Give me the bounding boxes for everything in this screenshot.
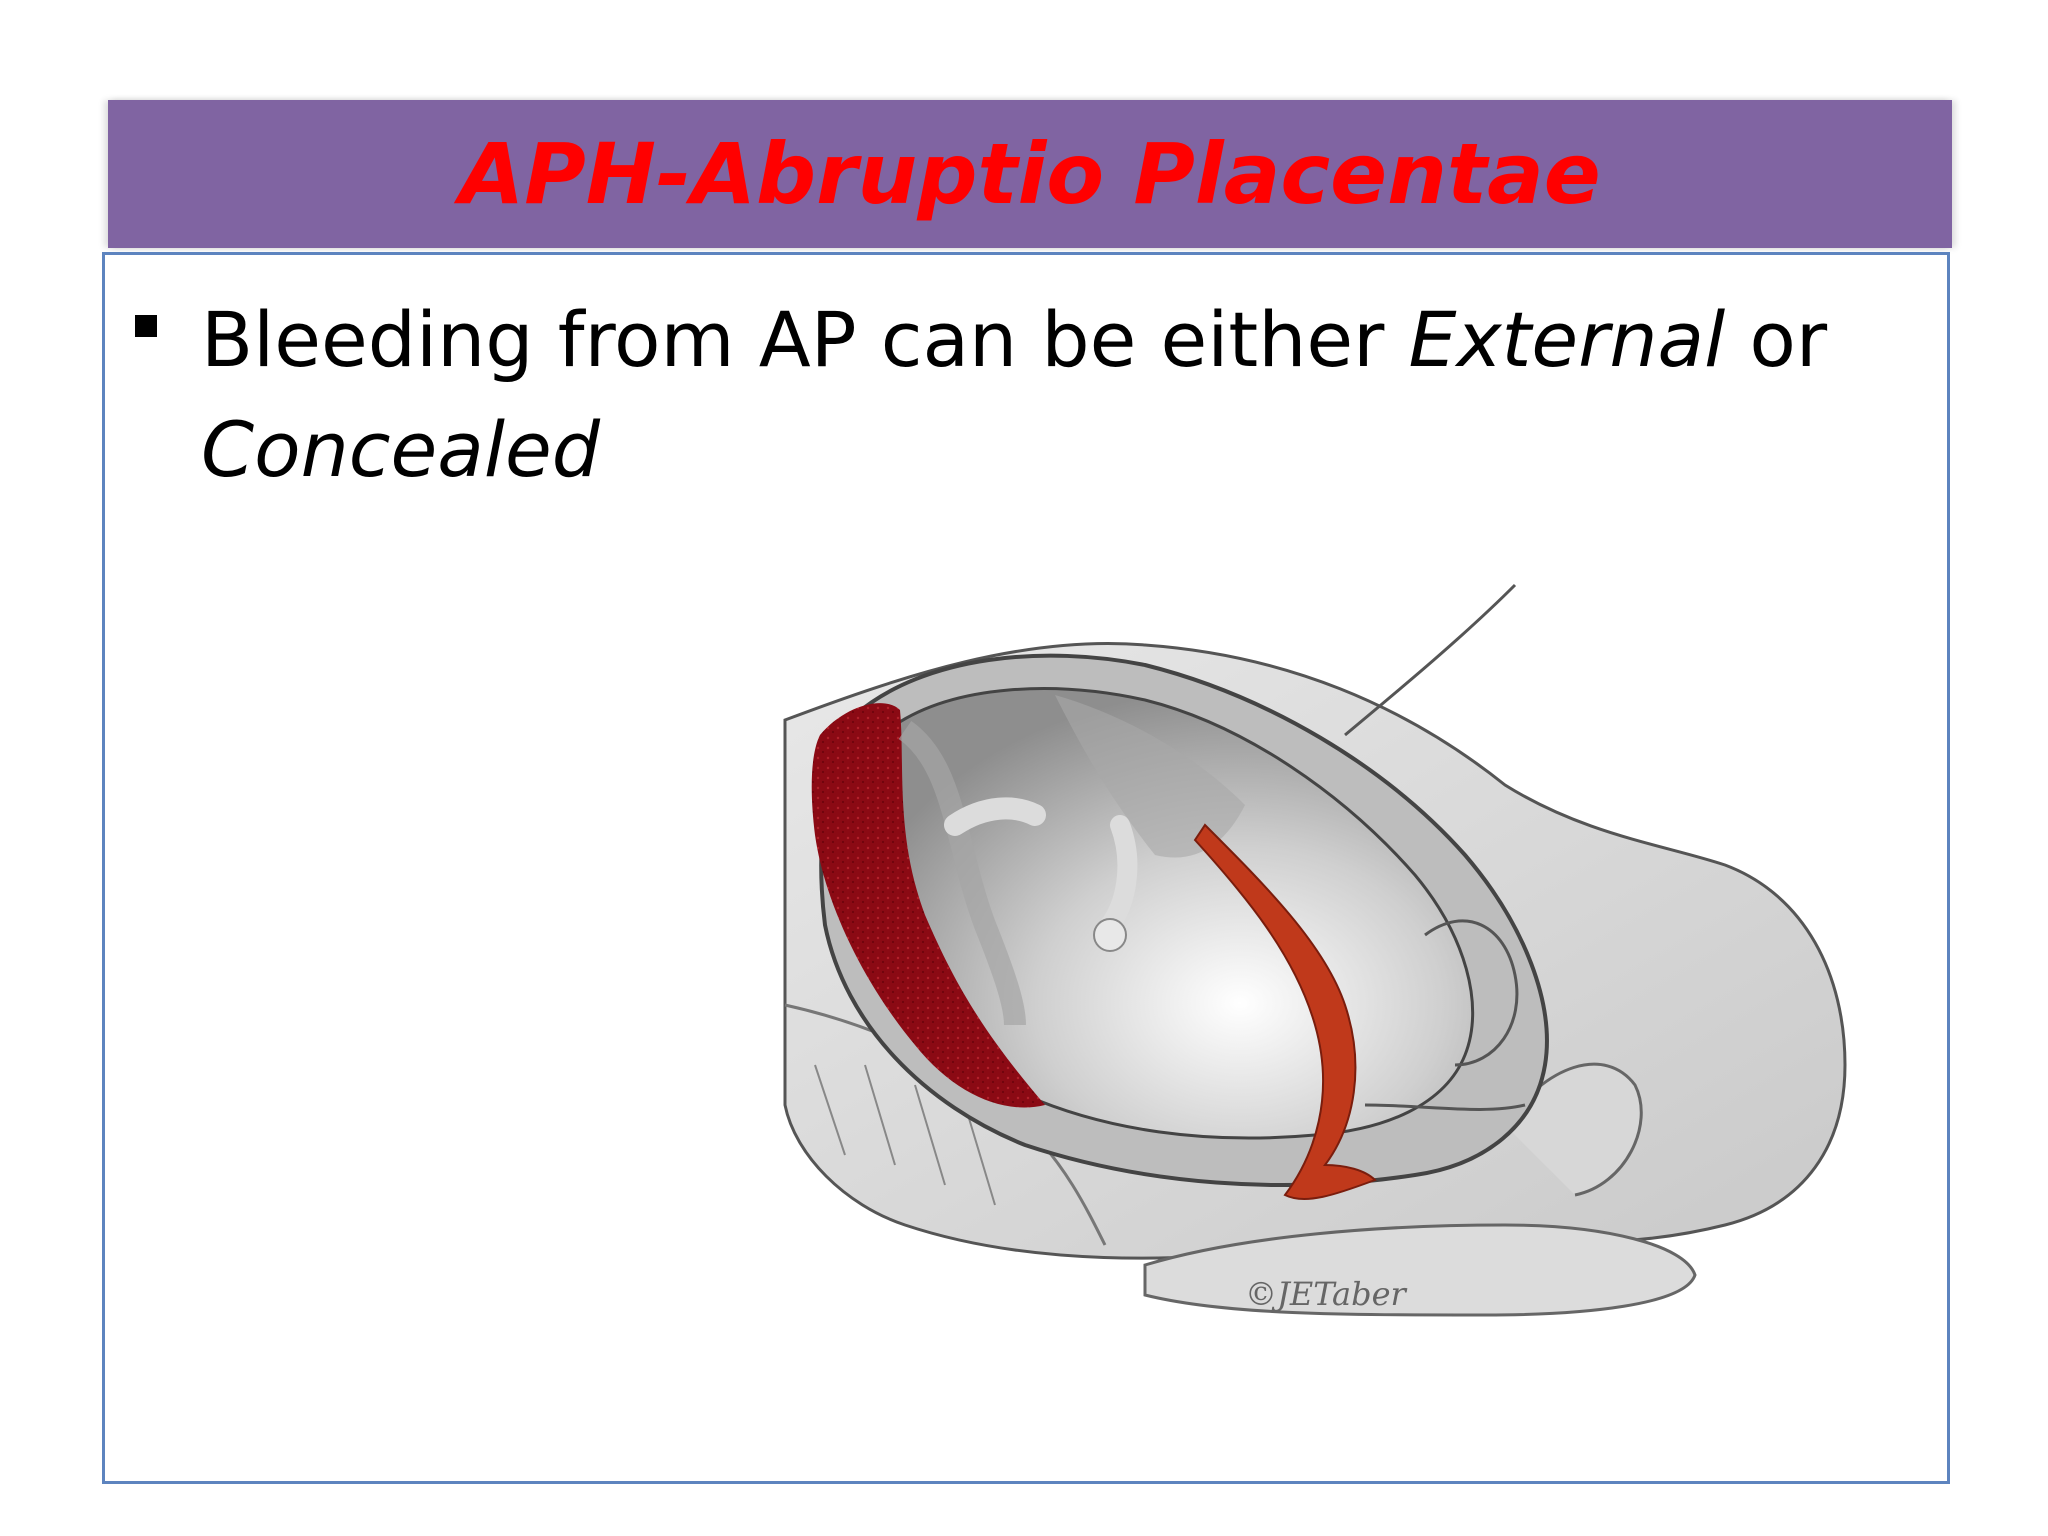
- bowel-outline: [1143, 1223, 1697, 1317]
- external-bleeding: [1193, 823, 1377, 1201]
- bullet-concealed: Concealed: [201, 405, 600, 494]
- title-bar: APH-Abruptio Placentae: [108, 100, 1952, 248]
- illustration-signature: ©JETaber: [1245, 1275, 1408, 1313]
- bullet-text-part1: Bleeding from AP can be either: [201, 295, 1409, 384]
- square-bullet-icon: [135, 315, 157, 337]
- slide-title: APH-Abruptio Placentae: [459, 125, 1601, 223]
- placenta: [898, 720, 1026, 1026]
- umbilical-cord: [944, 797, 1046, 836]
- bullet-text: Bleeding from AP can be either External …: [201, 285, 1841, 505]
- abruptio-placentae-illustration: ©JETaber: [783, 583, 1847, 1317]
- content-box: Bleeding from AP can be either External …: [102, 252, 1950, 1484]
- concealed-clot: [811, 703, 1045, 1108]
- bullet-item: Bleeding from AP can be either External …: [135, 285, 1915, 505]
- bullet-text-part2: or: [1725, 295, 1828, 384]
- bullet-external: External: [1408, 295, 1726, 384]
